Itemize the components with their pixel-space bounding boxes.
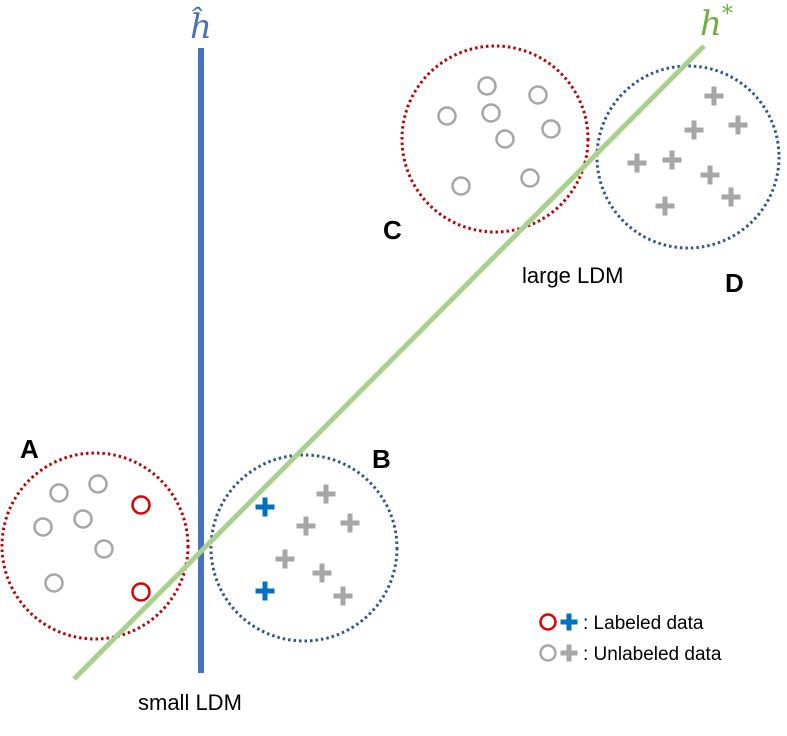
- legend-labeled-row: : Labeled data: [539, 613, 704, 634]
- cluster-label-b: B: [372, 444, 391, 474]
- legend-unlabeled-text: : Unlabeled data: [583, 644, 722, 665]
- h-hat-label: ĥ: [190, 6, 212, 47]
- unlabeled-circle: [451, 176, 471, 196]
- unlabeled-plus: [275, 549, 295, 569]
- unlabeled-circle: [88, 474, 108, 494]
- unlabeled-circle: [541, 119, 561, 139]
- unlabeled-circle: [495, 129, 515, 149]
- unlabeled-circle: [437, 106, 457, 126]
- h-star-label: h*: [700, 2, 733, 44]
- unlabeled-circle: [477, 76, 497, 96]
- legend-labeled-plus-icon: [560, 613, 578, 631]
- legend-labeled-text: : Labeled data: [583, 613, 704, 634]
- unlabeled-circle: [33, 517, 53, 537]
- cluster-circle-d: [595, 64, 781, 250]
- unlabeled-plus: [655, 196, 675, 216]
- cluster-circle-a: [0, 451, 190, 641]
- h-star-line: [72, 44, 706, 681]
- unlabeled-circle: [49, 483, 69, 503]
- legend-unlabeled-plus-icon: [560, 644, 578, 662]
- unlabeled-plus: [340, 513, 360, 533]
- legend: : Labeled data : Unlabeled data: [539, 613, 722, 665]
- unlabeled-plus: [704, 86, 724, 106]
- unlabeled-plus: [316, 484, 336, 504]
- unlabeled-circle: [94, 539, 114, 559]
- unlabeled-circle: [73, 509, 93, 529]
- unlabeled-plus: [627, 153, 647, 173]
- labeled-circle: [131, 582, 151, 602]
- labeled-circle: [131, 495, 151, 515]
- unlabeled-plus: [700, 165, 720, 185]
- cluster-b-points: [255, 484, 360, 606]
- cluster-label-c: C: [383, 215, 402, 245]
- unlabeled-plus: [312, 563, 332, 583]
- legend-labeled-circle-icon: [539, 613, 557, 631]
- unlabeled-circle: [528, 85, 548, 105]
- cluster-label-d: D: [725, 268, 744, 298]
- unlabeled-circle: [481, 103, 501, 123]
- cluster-label-a: A: [20, 434, 39, 464]
- unlabeled-plus: [728, 115, 748, 135]
- unlabeled-circle: [520, 168, 540, 188]
- legend-unlabeled-row: : Unlabeled data: [539, 644, 722, 665]
- labeled-plus: [255, 497, 275, 517]
- large-ldm-label: large LDM: [522, 263, 623, 288]
- cluster-a-points: [33, 474, 151, 602]
- cluster-c-points: [437, 76, 561, 196]
- cluster-circle-c: [400, 44, 590, 234]
- small-ldm-label: small LDM: [138, 690, 242, 715]
- unlabeled-plus: [684, 120, 704, 140]
- unlabeled-circle: [44, 573, 64, 593]
- legend-unlabeled-circle-icon: [539, 644, 557, 662]
- labeled-plus: [255, 581, 275, 601]
- unlabeled-plus: [296, 516, 316, 536]
- unlabeled-plus: [662, 150, 682, 170]
- cluster-circle-b: [209, 453, 399, 643]
- unlabeled-plus: [333, 586, 353, 606]
- cluster-d-points: [627, 86, 748, 216]
- unlabeled-plus: [721, 187, 741, 207]
